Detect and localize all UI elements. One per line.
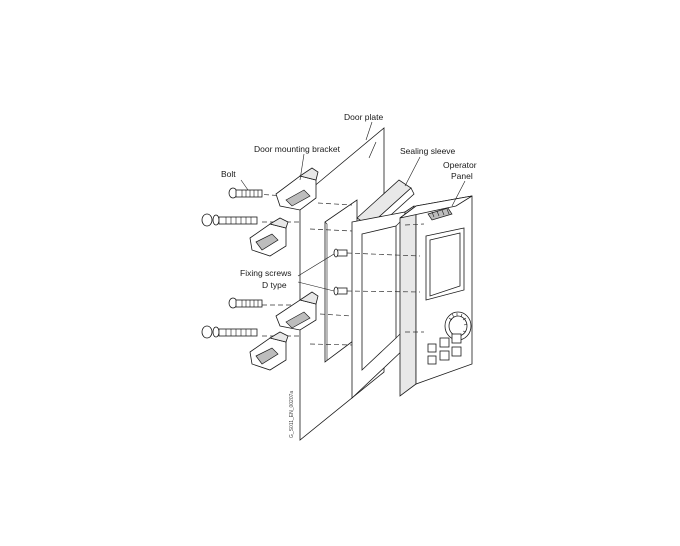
drawing-code: G_S011_EN_00207a <box>289 391 295 438</box>
door-mounting-bracket <box>275 167 319 211</box>
fixing-screw <box>333 286 348 296</box>
panel-display <box>425 227 465 301</box>
panel-knob <box>444 311 472 341</box>
label-door-mounting-bracket: Door mounting bracket <box>254 144 341 154</box>
label-operator-panel-line2: Panel <box>451 171 473 181</box>
door-mounting-bracket <box>249 217 289 257</box>
bolt <box>228 297 263 309</box>
label-fixing-screws-line1: Fixing screws <box>240 268 291 278</box>
label-operator-panel-line1: Operator <box>443 160 477 170</box>
panel-connector <box>427 207 453 221</box>
door-mounting-bracket <box>249 331 289 371</box>
label-fixing-screws-line2: D type <box>262 280 287 290</box>
operator-panel <box>399 195 473 397</box>
label-door-plate: Door plate <box>344 112 383 122</box>
bolt <box>201 325 258 339</box>
leader-lines <box>240 121 466 292</box>
bolt <box>201 213 258 227</box>
door-mounting-bracket <box>275 291 319 331</box>
label-sealing-sleeve: Sealing sleeve <box>400 146 456 156</box>
panel-buttons <box>427 333 462 365</box>
fixing-screw <box>333 248 348 258</box>
label-bolt: Bolt <box>221 169 236 179</box>
bolt <box>228 187 263 199</box>
